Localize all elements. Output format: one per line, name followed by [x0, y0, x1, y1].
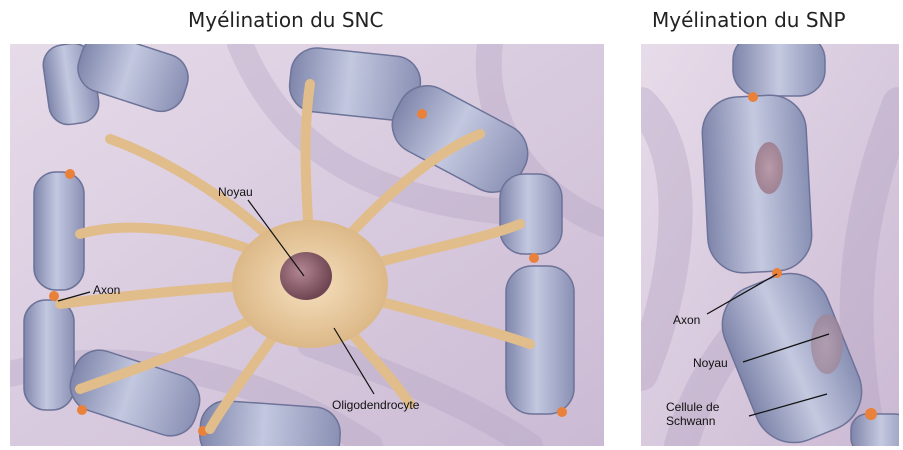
snc-title: Myélination du SNC — [188, 8, 383, 32]
label-axon: Axon — [93, 283, 120, 297]
schwann-nucleus-bottom — [811, 314, 843, 374]
schwann-nucleus-top — [755, 142, 783, 194]
snp-illustration: Axon Noyau Cellule de Schwann — [641, 44, 899, 446]
snp-label-schwann-1: Cellule de — [666, 400, 720, 414]
label-oligodendrocyte: Oligodendrocyte — [332, 398, 420, 412]
oligodendrocyte-nucleus — [280, 252, 332, 300]
snc-svg: Noyau Axon Oligodendrocyte — [10, 44, 604, 446]
snp-label-schwann-2: Schwann — [666, 414, 715, 428]
snp-label-axon: Axon — [673, 313, 700, 327]
snp-label-noyau: Noyau — [693, 356, 728, 370]
snc-illustration: Noyau Axon Oligodendrocyte — [10, 44, 604, 446]
label-noyau: Noyau — [218, 185, 253, 199]
snp-svg: Axon Noyau Cellule de Schwann — [641, 44, 899, 446]
snp-title: Myélination du SNP — [652, 8, 846, 32]
